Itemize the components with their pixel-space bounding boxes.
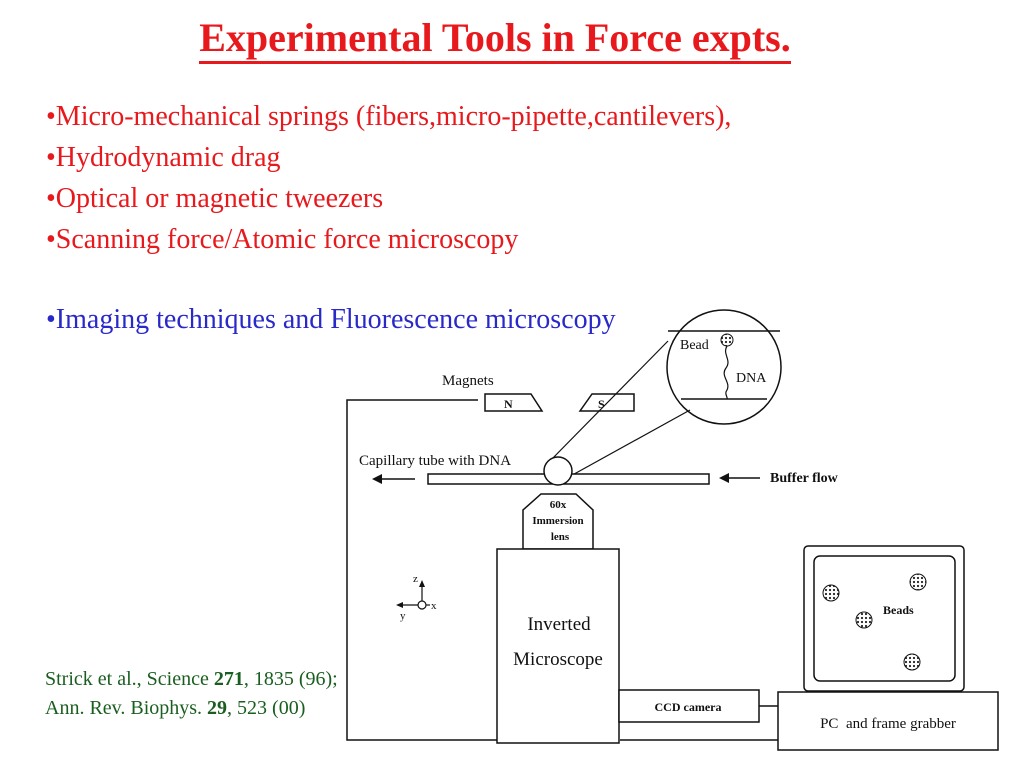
magnets-label: Magnets <box>442 373 494 389</box>
axis-x-label: x <box>431 600 437 612</box>
bead-dot <box>855 611 873 629</box>
bead-magnified <box>720 333 734 347</box>
beads-label: Beads <box>883 603 914 617</box>
bullet-item: •Micro-mechanical springs (fibers,micro-… <box>46 101 732 132</box>
buffer-flow-label: Buffer flow <box>770 471 839 486</box>
frame-line <box>346 399 497 741</box>
capillary-label: Capillary tube with DNA <box>359 453 511 469</box>
bullet-item: •Hydrodynamic drag <box>46 142 281 173</box>
bullet-list: •Micro-mechanical springs (fibers,micro-… <box>46 96 731 260</box>
microscope-label: Microscope <box>513 649 603 670</box>
sample-circle <box>543 456 573 486</box>
pc-label: PC and frame grabber <box>820 716 956 732</box>
lens-label: Immersion <box>532 515 583 527</box>
references: Strick et al., Science 271, 1835 (96); A… <box>45 665 338 723</box>
axes-symbol: z x y <box>396 573 437 622</box>
slide-title: Experimental Tools in Force expts. <box>0 14 990 64</box>
magnet-s-label: S <box>598 397 605 411</box>
bead-dot <box>909 573 927 591</box>
magnet-north <box>484 393 544 412</box>
axis-z-label: z <box>413 573 418 585</box>
bullet-imaging: •Imaging techniques and Fluorescence mic… <box>46 304 616 335</box>
bead-dot <box>903 653 921 671</box>
ccd-label: CCD camera <box>655 700 722 714</box>
bullet-item: •Scanning force/Atomic force microscopy <box>46 224 519 255</box>
magnified-view <box>666 309 782 425</box>
bead-dot <box>822 584 840 602</box>
dna-strand <box>723 345 729 400</box>
lens-label: lens <box>551 531 570 543</box>
reference-line: Strick et al., Science 271, 1835 (96); <box>45 668 338 690</box>
inverted-microscope <box>496 548 620 744</box>
magnet-n-label: N <box>504 397 513 411</box>
microscope-label: Inverted <box>527 614 591 635</box>
pc-frame-grabber <box>777 691 999 751</box>
axis-y-label: y <box>400 610 406 622</box>
lens-label: 60x <box>550 499 567 511</box>
dna-label: DNA <box>736 371 767 386</box>
bullet-item: •Optical or magnetic tweezers <box>46 183 384 214</box>
bead-label: Bead <box>680 338 709 353</box>
reference-line: Ann. Rev. Biophys. 29, 523 (00) <box>45 697 306 719</box>
